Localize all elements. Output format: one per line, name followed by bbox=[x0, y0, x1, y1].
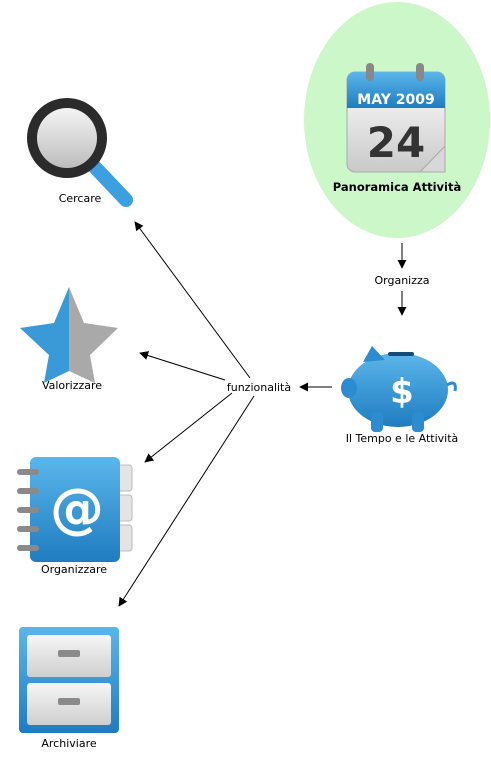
address-book-at-symbol: @ bbox=[50, 477, 104, 540]
cercare-label: Cercare bbox=[58, 192, 102, 205]
valorizzare-label: Valorizzare bbox=[41, 379, 103, 392]
calendar-icon: MAY 2009 24 bbox=[346, 63, 446, 173]
filing-cabinet-icon bbox=[19, 627, 119, 733]
piggy-dollar-symbol: $ bbox=[390, 372, 414, 412]
calendar-month-year: MAY 2009 bbox=[357, 92, 434, 108]
calendar-day: 24 bbox=[367, 118, 425, 167]
funzionalita-label: funzionalità bbox=[226, 381, 292, 394]
archiviare-label: Archiviare bbox=[41, 737, 97, 750]
magnifier-icon bbox=[27, 98, 133, 207]
overview-label: Panoramica Attività bbox=[332, 180, 462, 194]
tempo-label: Il Tempo e le Attività bbox=[345, 432, 459, 445]
organizza-label: Organizza bbox=[374, 274, 430, 287]
star-icon bbox=[20, 287, 118, 383]
arrow-to-organizzare bbox=[144, 392, 233, 463]
organizzare-label: Organizzare bbox=[40, 563, 108, 576]
arrow-to-cercare bbox=[134, 221, 251, 379]
arrow-to-valorizzare bbox=[139, 351, 226, 381]
arrows bbox=[118, 221, 407, 607]
address-book-icon: @ bbox=[17, 457, 133, 562]
piggy-bank-icon: $ bbox=[341, 346, 457, 432]
arrow-to-archiviare bbox=[118, 395, 255, 607]
